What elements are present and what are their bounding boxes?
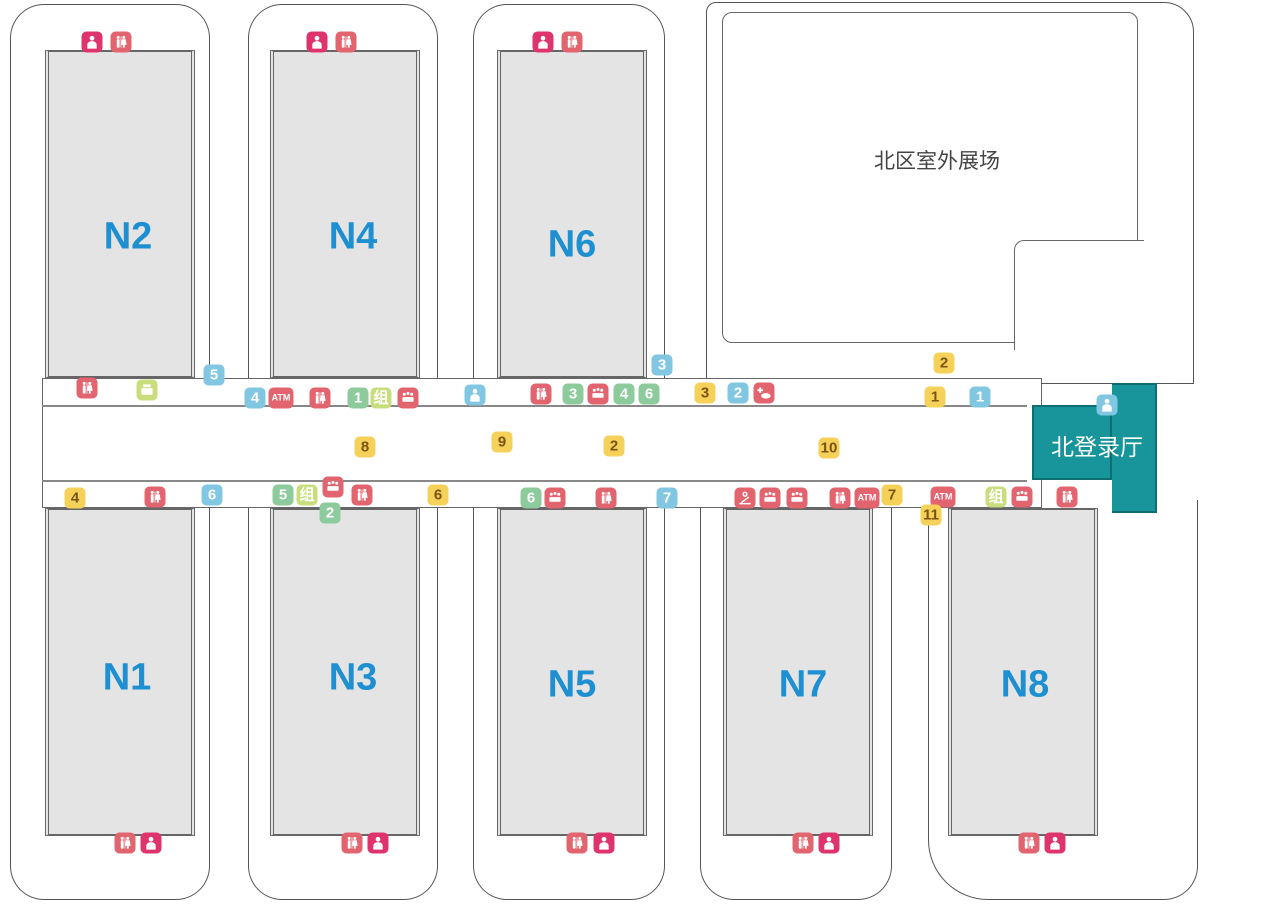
location-marker[interactable]: 1 xyxy=(924,386,946,408)
registration-hall-label: 北登录厅 xyxy=(1051,434,1143,460)
location-marker[interactable]: 2 xyxy=(603,435,625,457)
hall-label-n3: N3 xyxy=(328,656,378,699)
location-marker[interactable]: 5 xyxy=(272,484,294,506)
restroom-icon[interactable] xyxy=(566,832,588,854)
person-icon[interactable] xyxy=(532,31,554,53)
location-marker[interactable]: 4 xyxy=(244,387,266,409)
location-marker[interactable]: 3 xyxy=(651,354,673,376)
restroom-icon[interactable] xyxy=(114,832,136,854)
person-icon[interactable] xyxy=(140,832,162,854)
location-marker[interactable]: 7 xyxy=(881,484,903,506)
meeting-icon[interactable] xyxy=(397,387,419,409)
atm-marker[interactable]: ATM xyxy=(854,487,880,509)
restroom-icon[interactable] xyxy=(110,31,132,53)
outdoor-area-label: 北区室外展场 xyxy=(874,150,1000,173)
location-marker[interactable]: 9 xyxy=(491,431,513,453)
location-marker[interactable]: 1 xyxy=(969,386,991,408)
location-marker[interactable]: 组 xyxy=(985,486,1007,508)
restroom-icon[interactable] xyxy=(530,383,552,405)
briefing-icon[interactable] xyxy=(734,487,756,509)
restroom-icon[interactable] xyxy=(829,487,851,509)
hall-label-n4: N4 xyxy=(328,215,378,258)
hall-label-n1: N1 xyxy=(102,656,152,699)
registration-hall[interactable] xyxy=(1032,405,1112,480)
hall-label-n8: N8 xyxy=(1000,663,1050,706)
location-marker[interactable]: 1 xyxy=(347,387,369,409)
person-icon[interactable] xyxy=(1044,832,1066,854)
person-icon[interactable] xyxy=(306,31,328,53)
location-marker[interactable]: 3 xyxy=(694,382,716,404)
hall-label-n5: N5 xyxy=(547,663,597,706)
location-marker[interactable]: 4 xyxy=(64,487,86,509)
hall-n7[interactable] xyxy=(723,508,873,836)
restroom-icon[interactable] xyxy=(351,484,373,506)
location-marker[interactable]: 2 xyxy=(933,352,955,374)
person-icon[interactable] xyxy=(81,31,103,53)
person-icon[interactable] xyxy=(818,832,840,854)
hall-n6[interactable] xyxy=(497,50,647,378)
meeting-icon[interactable] xyxy=(1011,486,1033,508)
atm-marker[interactable]: ATM xyxy=(930,486,956,508)
location-marker[interactable]: 5 xyxy=(203,364,225,386)
service-person-icon[interactable] xyxy=(1096,394,1118,416)
hall-n3[interactable] xyxy=(270,508,420,836)
service-person-icon[interactable] xyxy=(464,384,486,406)
hall-label-n2: N2 xyxy=(103,215,153,258)
location-marker[interactable]: 6 xyxy=(427,484,449,506)
location-marker[interactable]: 3 xyxy=(562,383,584,405)
hall-n5[interactable] xyxy=(497,508,647,836)
hall-label-n6: N6 xyxy=(547,223,597,266)
meeting-icon[interactable] xyxy=(759,487,781,509)
hall-n2[interactable] xyxy=(45,50,195,378)
hall-n4[interactable] xyxy=(270,50,420,378)
restroom-icon[interactable] xyxy=(309,387,331,409)
hall-label-n7: N7 xyxy=(778,663,828,706)
person-icon[interactable] xyxy=(593,832,615,854)
restroom-icon[interactable] xyxy=(341,832,363,854)
printer-icon[interactable] xyxy=(136,379,158,401)
restroom-icon[interactable] xyxy=(595,487,617,509)
meeting-icon[interactable] xyxy=(587,383,609,405)
medical-icon[interactable] xyxy=(753,382,775,404)
location-marker[interactable]: 7 xyxy=(656,487,678,509)
location-marker[interactable]: 6 xyxy=(201,484,223,506)
meeting-icon[interactable] xyxy=(544,487,566,509)
location-marker[interactable]: 2 xyxy=(727,382,749,404)
restroom-icon[interactable] xyxy=(561,31,583,53)
meeting-icon[interactable] xyxy=(322,476,344,498)
location-marker[interactable]: 6 xyxy=(520,487,542,509)
location-marker[interactable]: 2 xyxy=(319,502,341,524)
meeting-icon[interactable] xyxy=(786,487,808,509)
location-marker[interactable]: 6 xyxy=(638,383,660,405)
hall-n8[interactable] xyxy=(948,508,1098,836)
person-icon[interactable] xyxy=(367,832,389,854)
atm-marker[interactable]: ATM xyxy=(268,387,294,409)
restroom-icon[interactable] xyxy=(1018,832,1040,854)
restroom-icon[interactable] xyxy=(144,486,166,508)
restroom-icon[interactable] xyxy=(335,31,357,53)
location-marker[interactable]: 4 xyxy=(613,383,635,405)
location-marker[interactable]: 10 xyxy=(818,437,840,459)
hall-n1[interactable] xyxy=(45,508,195,836)
restroom-icon[interactable] xyxy=(76,377,98,399)
location-marker[interactable]: 组 xyxy=(370,387,392,409)
restroom-icon[interactable] xyxy=(792,832,814,854)
location-marker[interactable]: 11 xyxy=(920,504,942,526)
location-marker[interactable]: 8 xyxy=(354,436,376,458)
restroom-icon[interactable] xyxy=(1056,486,1078,508)
location-marker[interactable]: 组 xyxy=(296,484,318,506)
